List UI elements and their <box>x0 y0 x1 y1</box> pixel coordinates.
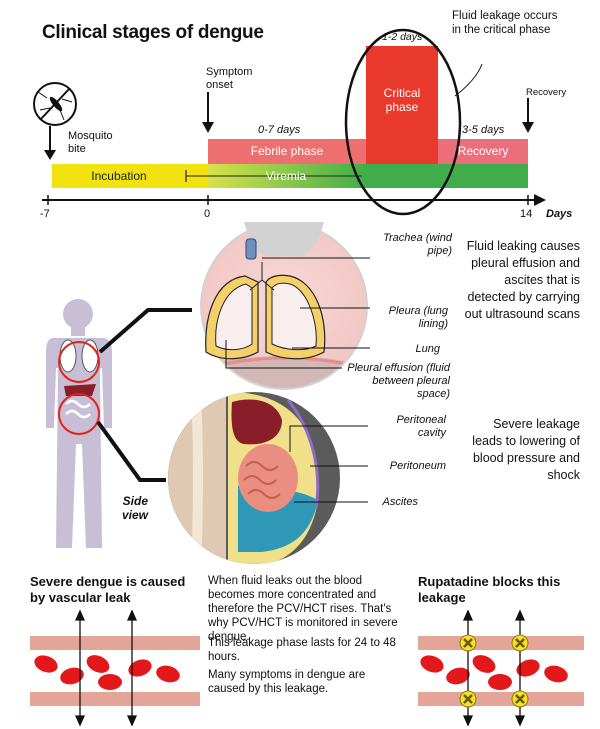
incubation-label: Incubation <box>91 169 147 183</box>
axis-unit-label: Days <box>546 208 573 220</box>
symptoms-paragraph: Many symptoms in dengue are caused by th… <box>208 669 366 695</box>
mosquito-icon <box>33 82 77 126</box>
critical-bar <box>366 46 438 164</box>
critical-phase-label: Critical phase <box>383 86 421 114</box>
page-title: Clinical stages of dengue <box>42 22 264 43</box>
range-1-2-label: 1-2 days <box>382 31 423 43</box>
tick-0: 0 <box>204 208 211 220</box>
tick-neg7: -7 <box>40 208 50 220</box>
range-0-7-label: 0-7 days <box>258 124 301 136</box>
fluid-note-pointer <box>454 63 483 97</box>
human-body-silhouette <box>46 299 112 548</box>
leakage-duration-paragraph: This leakage phase lasts for 24 to 48 ho… <box>208 637 396 663</box>
viremia-label: Viremia <box>265 169 307 183</box>
vessel-diagram-left <box>30 609 200 727</box>
abdomen-highlight <box>58 393 100 435</box>
block-x-icons <box>459 634 529 708</box>
pleural-effusion-note: Fluid leaking causes pleural effusion an… <box>464 239 580 321</box>
abdomen-circle <box>168 392 340 564</box>
fluid-leakage-note: Fluid leakage occurs in the critical pha… <box>452 10 558 36</box>
symptom-onset-label: Symptom onset <box>206 66 253 91</box>
tick-14: 14 <box>520 208 533 220</box>
recovery-arrow <box>522 98 534 133</box>
trachea-icon <box>245 238 257 260</box>
vessel-diagram-right <box>418 609 584 727</box>
incubation-bar <box>52 164 208 188</box>
liver <box>231 399 282 445</box>
range-3-5-label: 3-5 days <box>462 124 505 136</box>
pleural-effusion-label: Pleural effusion (fluid between pleural … <box>347 362 450 400</box>
febrile-phase-label: Febrile phase <box>250 144 324 158</box>
peritoneum-label: Peritoneum <box>389 460 446 472</box>
recovery-marker-label: Recovery <box>526 87 567 98</box>
green-bar <box>366 164 528 188</box>
axis-arrow <box>534 194 546 206</box>
symptom-onset-arrow <box>202 92 214 133</box>
trachea-label: Trachea (wind pipe) <box>383 232 452 257</box>
mosquito-bite-arrow <box>44 126 56 160</box>
chest-connector <box>98 308 192 354</box>
shock-note: Severe leakage leads to lowering of bloo… <box>472 417 580 482</box>
mosquito-bite-label: Mosquito bite <box>68 130 113 155</box>
pleura-label: Pleura (lung lining) <box>388 305 448 330</box>
peritoneal-cavity-label: Peritoneal cavity <box>396 414 446 439</box>
lung-label: Lung <box>415 343 440 355</box>
recovery-phase-label: Recovery <box>457 144 509 158</box>
side-view-label: Side view <box>121 494 148 522</box>
pcv-hct-paragraph: When fluid leaks out the blood becomes m… <box>208 575 398 643</box>
recovery-bar <box>438 139 528 164</box>
febrile-bar <box>208 139 366 164</box>
critical-phase-ring <box>344 28 462 216</box>
rupatadine-heading: Rupatadine blocks this leakage <box>418 574 561 605</box>
chest-highlight <box>58 341 100 383</box>
vascular-leak-heading: Severe dengue is caused by vascular leak <box>30 574 186 605</box>
abdomen-connector <box>96 420 166 482</box>
ascites-label: Ascites <box>382 496 418 508</box>
